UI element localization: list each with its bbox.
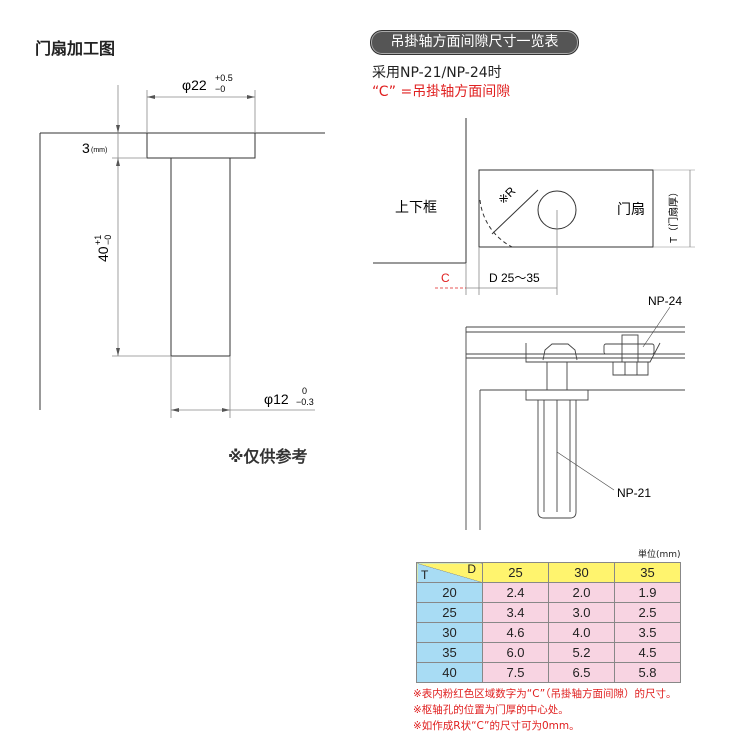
table-cell: 4.0: [548, 622, 615, 643]
head-dia-label: φ22: [182, 77, 207, 93]
c-label: C: [441, 271, 450, 285]
subtitle: 采用NP-21/NP-24时: [372, 65, 502, 81]
row-header: 20: [416, 582, 483, 603]
head-recess: [146, 132, 256, 159]
column-header: 35: [614, 562, 681, 583]
unit-label: 単位(mm): [638, 550, 681, 560]
shank-hole: [170, 157, 231, 357]
drawing-title: 门扇加工图: [35, 39, 116, 58]
hinge-detail: [465, 306, 685, 530]
corner-d: D: [467, 562, 476, 576]
reference-note: ※仅供参考: [228, 447, 308, 466]
unit-label: (mm): [91, 147, 107, 154]
table-cell: 3.4: [482, 602, 549, 623]
column-header: 25: [482, 562, 549, 583]
corner-t: T: [421, 568, 429, 582]
shank-tol-upper: 0: [302, 386, 307, 396]
shank-dia-label: φ12: [264, 391, 289, 407]
door-section: [478, 169, 654, 248]
np21-label: NP-21: [617, 486, 651, 500]
table-cell: 4.6: [482, 622, 549, 643]
door-machining-drawing: [39, 85, 325, 418]
table-cell: 5.8: [614, 662, 681, 683]
table-header-row: T D 25 30 35: [416, 562, 681, 583]
table-note: ※表内粉红色区域数字为“C”（吊掛轴方面间隙）的尺寸。: [413, 688, 677, 700]
table-cell: 7.5: [482, 662, 549, 683]
depth-tol-upper: +1: [93, 235, 103, 245]
depth-tol-lower: −0: [103, 235, 113, 245]
corner-cell: T D: [416, 562, 483, 583]
depth-label: 40: [95, 246, 111, 262]
head-tol-upper: +0.5: [215, 73, 233, 83]
table-cell: 6.0: [482, 642, 549, 663]
table-cell: 5.2: [548, 642, 615, 663]
column-header: 30: [548, 562, 615, 583]
table-note: ※如作成R状“C”的尺寸可为0mm。: [413, 720, 580, 732]
head-tol-lower: −0: [215, 84, 225, 94]
shank-tol-lower: −0.3: [296, 397, 314, 407]
row-header: 40: [416, 662, 483, 683]
subtitle-red: “C” =吊掛轴方面间隙: [372, 84, 511, 100]
row-header: 30: [416, 622, 483, 643]
row-header: 25: [416, 602, 483, 623]
d-label: D 25～35: [489, 271, 540, 285]
frame-label: 上下框: [395, 199, 437, 215]
thickness-label: T（门扇厚）: [667, 187, 680, 243]
section-badge: 吊掛轴方面间隙尺寸一览表: [370, 30, 579, 55]
table-cell: 3.5: [614, 622, 681, 643]
door-label: 门扇: [617, 201, 645, 217]
np24-label: NP-24: [648, 294, 682, 308]
table-cell: 4.5: [614, 642, 681, 663]
table-cell: 3.0: [548, 602, 615, 623]
table-cell: 2.5: [614, 602, 681, 623]
table-cell: 2.0: [548, 582, 615, 603]
row-header: 35: [416, 642, 483, 663]
table-cell: 6.5: [548, 662, 615, 683]
table-cell: 1.9: [614, 582, 681, 603]
table-cell: 2.4: [482, 582, 549, 603]
head-thickness-label: 3: [82, 140, 90, 156]
radius-label: ※R: [495, 184, 518, 207]
gap-plan-view: [373, 118, 695, 295]
table-note: ※枢轴孔的位置为门厚的中心处。: [413, 704, 569, 716]
